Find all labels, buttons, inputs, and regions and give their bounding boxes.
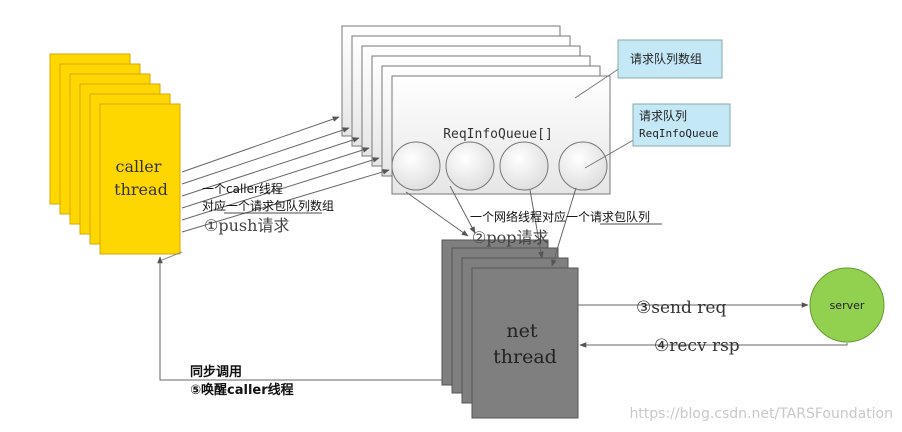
- req-info-queue-label: ReqInfoQueue[]: [443, 127, 553, 142]
- step4-label: ④recv rsp: [654, 336, 740, 356]
- server-node: server: [809, 267, 885, 343]
- svg-text:server: server: [830, 299, 865, 312]
- push-tail-line: [161, 251, 183, 261]
- callout-queue-array: 请求队列数组: [574, 39, 723, 99]
- svg-text:请求队列数组: 请求队列数组: [630, 51, 702, 66]
- step2-label: ②pop请求: [472, 228, 548, 247]
- queue-circle: [445, 141, 495, 191]
- step5-label: 同步调用 ⑤唤醒caller线程: [190, 364, 294, 398]
- svg-text:一个caller线程: 一个caller线程: [202, 181, 283, 196]
- svg-text:请求队列: 请求队列: [639, 108, 687, 123]
- queue-circle: [558, 141, 608, 191]
- step1-label: ①push请求: [204, 216, 289, 235]
- queue-circle: [391, 141, 441, 191]
- recv-rsp-arrow: [579, 342, 848, 348]
- caller-thread-stack: caller thread: [49, 53, 181, 255]
- req-info-queue-stack: ReqInfoQueue[]: [341, 25, 611, 195]
- net-thread-card-front: [471, 267, 579, 419]
- queue-circle: [499, 141, 549, 191]
- net-thread-label: net thread: [493, 320, 557, 368]
- caller-thread-label: caller thread: [114, 157, 168, 199]
- net-note: 一个网络线程对应一个请求包队列: [470, 209, 662, 225]
- svg-text:一个网络线程对应一个请求包队列: 一个网络线程对应一个请求包队列: [470, 209, 650, 224]
- svg-text:ReqInfoQueue: ReqInfoQueue: [639, 127, 718, 140]
- watermark: https://blog.csdn.net/TARSFoundation: [629, 406, 893, 422]
- pop-arrows: [405, 185, 577, 267]
- caller-thread-card-front: [99, 103, 181, 255]
- push-arrows: [181, 116, 390, 233]
- step3-label: ③send req: [636, 298, 726, 318]
- net-thread-stack: net thread: [441, 239, 579, 419]
- caller-note: 一个caller线程 对应一个请求包队列数组: [202, 181, 334, 214]
- svg-text:对应一个请求包队列数组: 对应一个请求包队列数组: [202, 198, 334, 213]
- callout-req-info-queue: 请求队列 ReqInfoQueue: [584, 103, 731, 169]
- wake-caller-arrow: [157, 256, 442, 381]
